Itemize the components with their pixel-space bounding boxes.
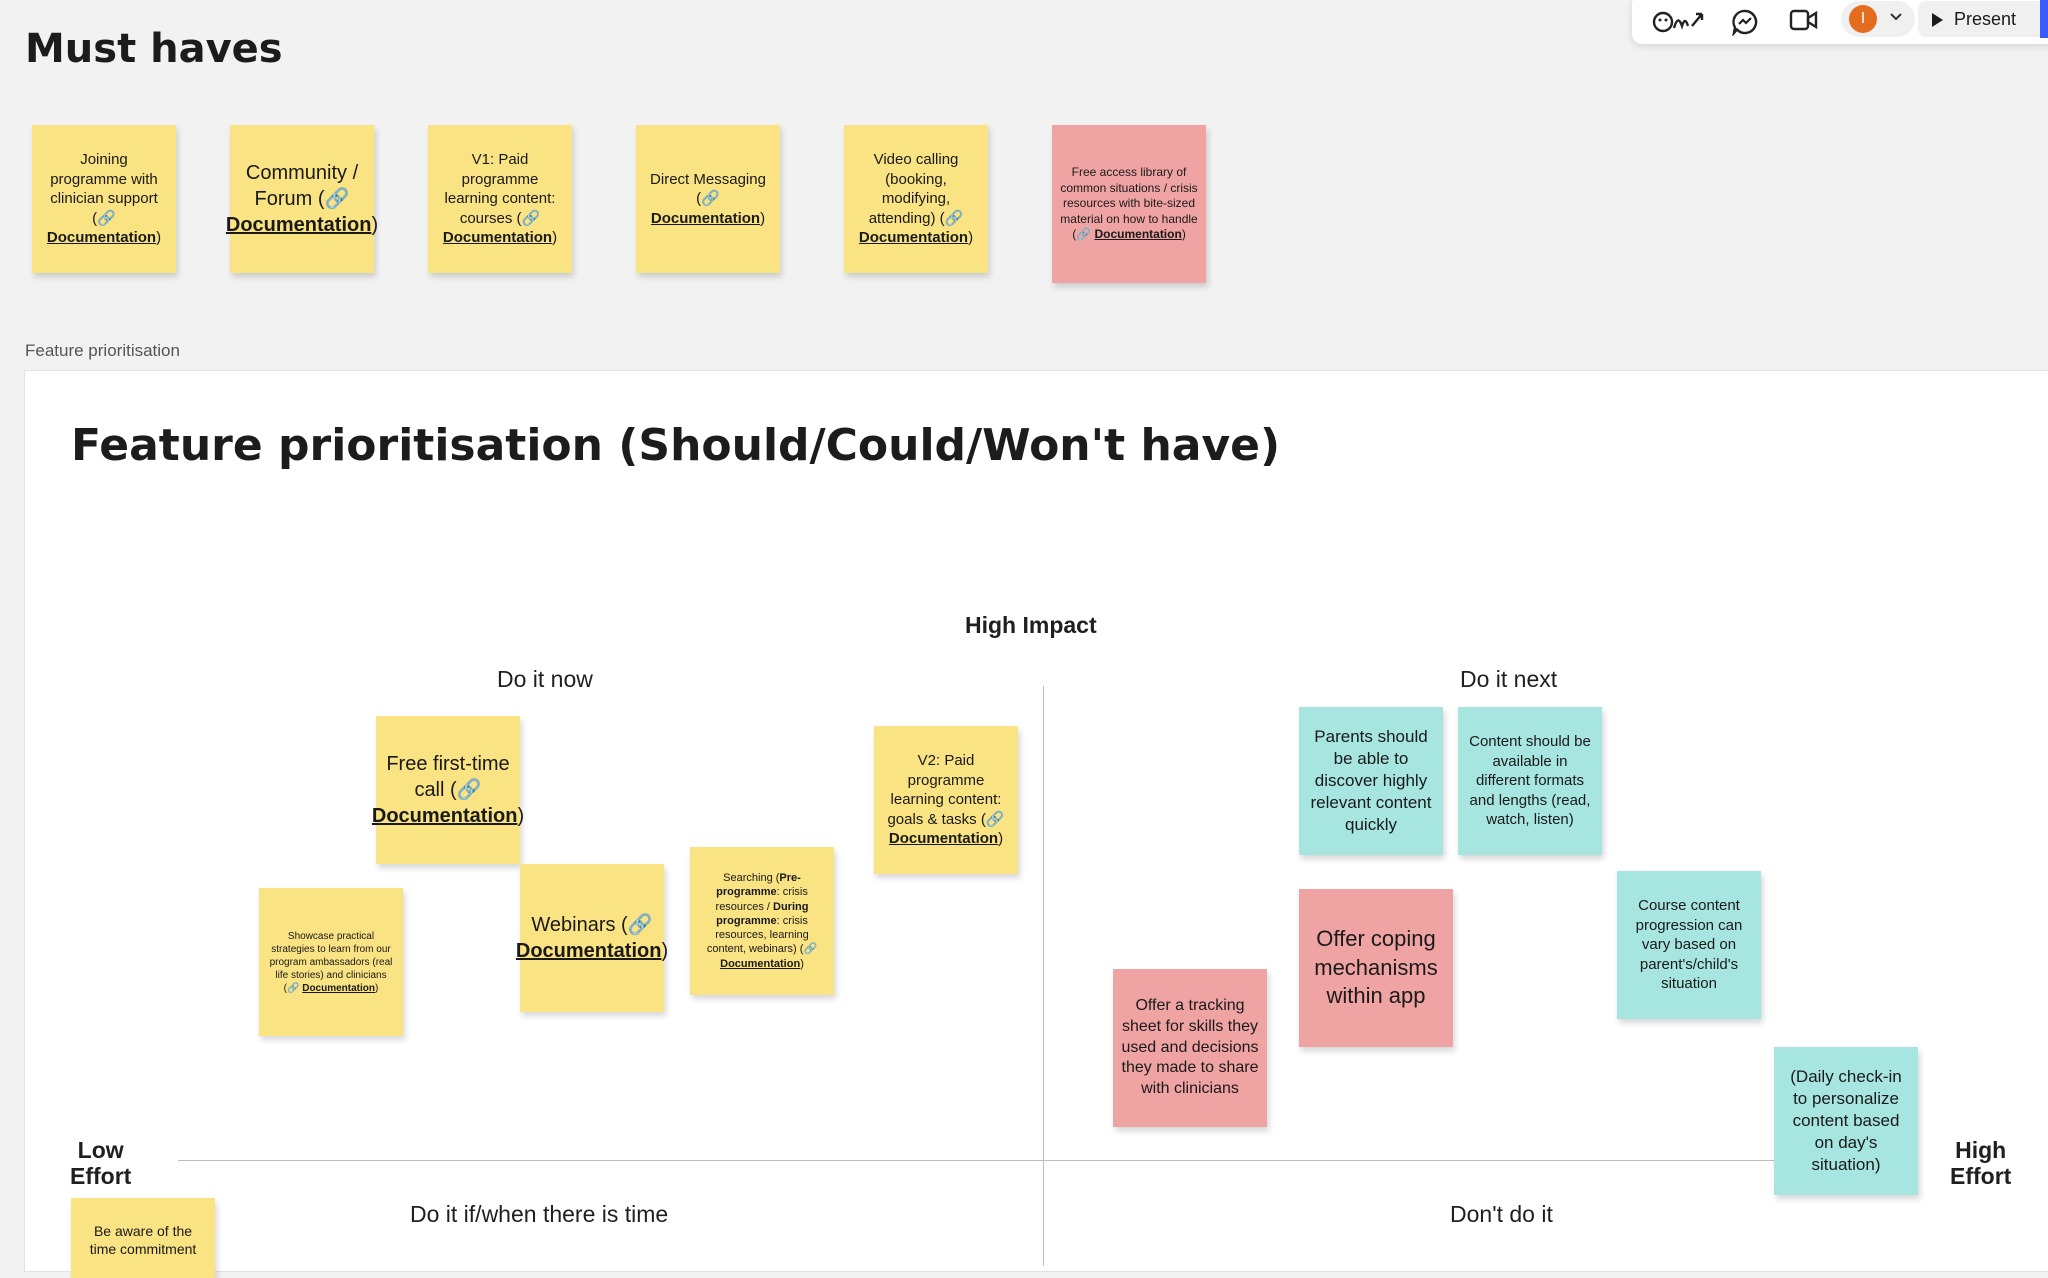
sticky-note[interactable]: V2: Paid programme learning content: goa… — [874, 726, 1018, 874]
sticky-note[interactable]: Course content progression can vary base… — [1617, 871, 1761, 1019]
sticky-note[interactable]: Content should be available in different… — [1458, 707, 1602, 855]
play-icon — [1932, 13, 1943, 27]
sticky-note[interactable]: Video calling (booking, modifying, atten… — [844, 125, 988, 273]
chevron-down-icon — [1890, 13, 1902, 21]
avatar: I — [1849, 5, 1877, 33]
sticky-note[interactable]: V1: Paid programme learning content: cou… — [428, 125, 572, 273]
quadrant-do-it-if-time: Do it if/when there is time — [410, 1201, 669, 1227]
quadrant-do-it-next: Do it next — [1460, 666, 1558, 692]
quadrant-do-it-now: Do it now — [497, 666, 593, 692]
present-button[interactable]: Present — [1918, 1, 2048, 37]
present-label: Present — [1954, 9, 2017, 29]
sticky-note[interactable]: Joining programme with clinician support… — [32, 125, 176, 273]
frame-title: Feature prioritisation (Should/Could/Won… — [71, 420, 1281, 471]
sticky-note[interactable]: Offer a tracking sheet for skills they u… — [1113, 969, 1267, 1127]
sticky-note[interactable]: (Daily check-in to personalize content b… — [1774, 1047, 1918, 1195]
page-title: Must haves — [25, 26, 283, 72]
sticky-note[interactable]: Be aware of the time commitment — [71, 1198, 215, 1278]
sticky-note[interactable]: Free access library of common situations… — [1052, 125, 1206, 283]
horizontal-axis — [178, 1160, 1788, 1161]
accent-edge — [2040, 0, 2048, 38]
quadrant-dont-do-it: Don't do it — [1450, 1201, 1553, 1227]
chat-icon[interactable] — [1731, 8, 1759, 36]
user-menu[interactable]: I — [1841, 1, 1915, 37]
sticky-note[interactable]: Community / Forum (🔗 Documentation) — [226, 125, 378, 273]
vertical-axis — [1043, 686, 1044, 1266]
reactions-icon[interactable] — [1652, 8, 1706, 34]
sticky-note[interactable]: Webinars (🔗 Documentation) — [516, 864, 668, 1012]
sticky-note[interactable]: Offer coping mechanisms within app — [1299, 889, 1453, 1047]
frame-label[interactable]: Feature prioritisation — [25, 341, 180, 360]
sticky-note[interactable]: Direct Messaging (🔗 Documentation) — [636, 125, 780, 273]
axis-low-effort: Low Effort — [70, 1137, 132, 1190]
sticky-note[interactable]: Free first-time call (🔗 Documentation) — [372, 716, 524, 864]
sticky-note[interactable]: Showcase practical strategies to learn f… — [259, 888, 403, 1036]
sticky-note[interactable]: Searching (Pre-programme: crisis resourc… — [690, 847, 834, 995]
feature-prioritisation-frame — [24, 370, 2048, 1272]
video-icon[interactable] — [1789, 8, 1819, 32]
axis-high-effort: High Effort — [1950, 1137, 2012, 1190]
axis-high-impact: High Impact — [965, 612, 1097, 638]
top-toolbar: I Present — [1632, 0, 2048, 44]
sticky-note[interactable]: Parents should be able to discover highl… — [1299, 707, 1443, 855]
